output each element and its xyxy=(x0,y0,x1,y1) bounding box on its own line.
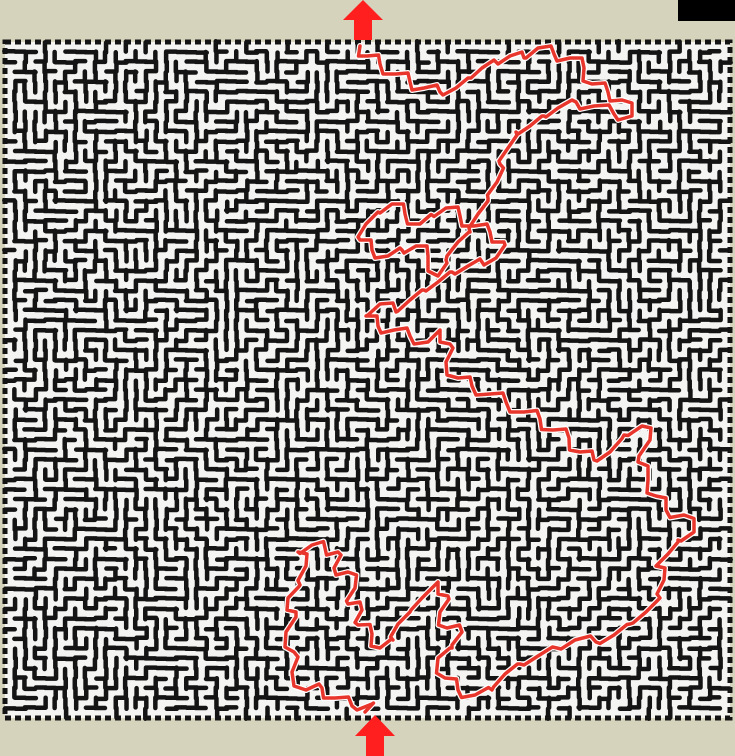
maze-walls xyxy=(4,41,730,718)
entrance-arrow-icon xyxy=(355,715,395,756)
exit-arrow-icon xyxy=(343,0,383,40)
